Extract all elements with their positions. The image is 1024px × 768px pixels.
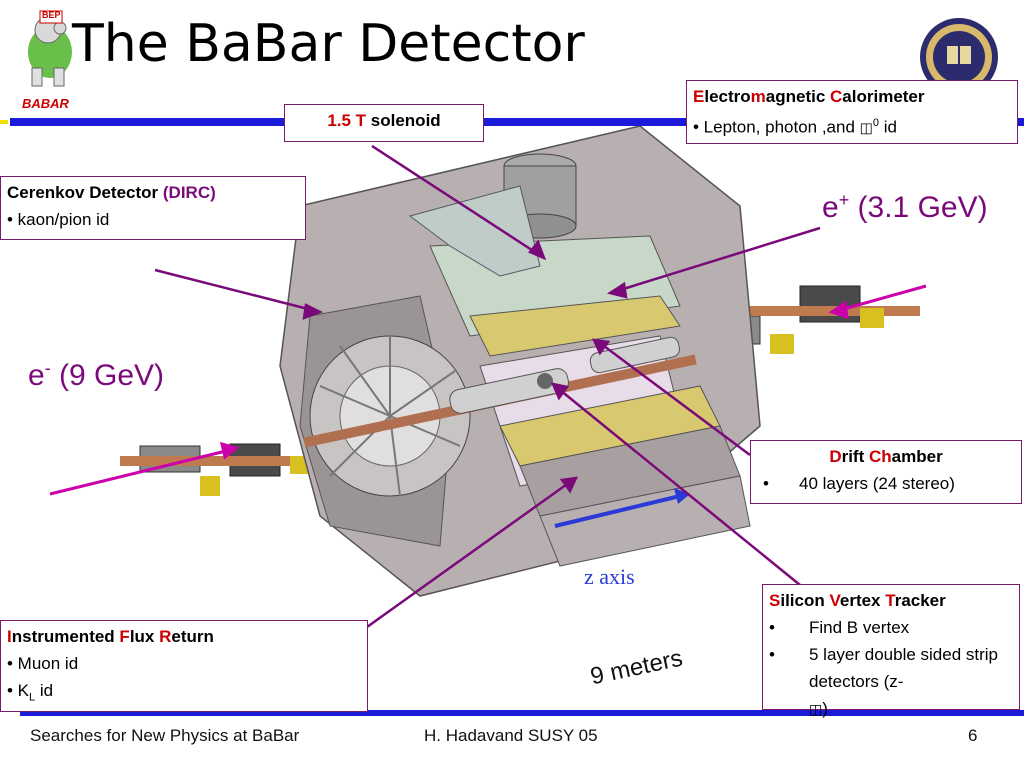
detector-illustration <box>0 125 1024 710</box>
logo-small-text: BEP <box>42 10 61 20</box>
svt-line2: • 5 layer double sided strip detectors (… <box>769 645 999 718</box>
ifr-line1: • Muon id <box>7 654 79 673</box>
ifr-title: Instrumented Flux Return <box>7 627 214 646</box>
logo-text: BABAR <box>22 96 69 111</box>
emc-line1: • Lepton, photon ,and ◫0 id <box>693 117 897 137</box>
emc-title: Electromagnetic Calorimeter <box>693 87 925 106</box>
slide-title: The BaBar Detector <box>72 14 585 74</box>
footer-center: H. Hadavand SUSY 05 <box>424 726 598 745</box>
positron-beam-label: e+ (3.1 GeV) <box>822 190 988 224</box>
bottom-divider <box>20 710 1024 716</box>
emc-label: Electromagnetic Calorimeter • Lepton, ph… <box>686 80 1018 144</box>
drift-title: Drift Chamber <box>829 447 943 466</box>
drift-chamber-label: Drift Chamber •40 layers (24 stereo) <box>750 440 1022 504</box>
dirc-line1: • kaon/pion id <box>7 210 110 229</box>
accent-mark <box>0 120 8 124</box>
babar-logo: BEP BABAR <box>14 8 84 116</box>
drift-line1: •40 layers (24 stereo) <box>763 474 955 493</box>
pi-symbol-icon: ◫ <box>859 119 873 136</box>
solenoid-field: 1.5 T <box>327 111 367 130</box>
dirc-title: Cerenkov Detector (DIRC) <box>7 183 216 202</box>
electron-beam-label: e- (9 GeV) <box>28 358 165 392</box>
dirc-label: Cerenkov Detector (DIRC) • kaon/pion id <box>0 176 306 240</box>
page-number: 6 <box>968 726 978 745</box>
svt-label: Silicon Vertex Tracker •Find B vertex • … <box>762 584 1020 718</box>
svt-line1: •Find B vertex <box>769 618 910 637</box>
ifr-label: Instrumented Flux Return • Muon id • KL … <box>0 620 368 712</box>
solenoid-label: 1.5 T solenoid <box>284 104 484 142</box>
top-divider <box>10 118 1024 126</box>
ifr-line2: • KL id <box>7 681 54 704</box>
solenoid-text: solenoid <box>366 111 441 130</box>
svt-title: Silicon Vertex Tracker <box>769 591 946 610</box>
footer-left: Searches for New Physics at BaBar <box>30 726 300 745</box>
university-seal-icon <box>918 16 1000 98</box>
z-axis-label: z axis <box>584 564 635 589</box>
phi-symbol-icon: ◫ <box>809 701 823 717</box>
